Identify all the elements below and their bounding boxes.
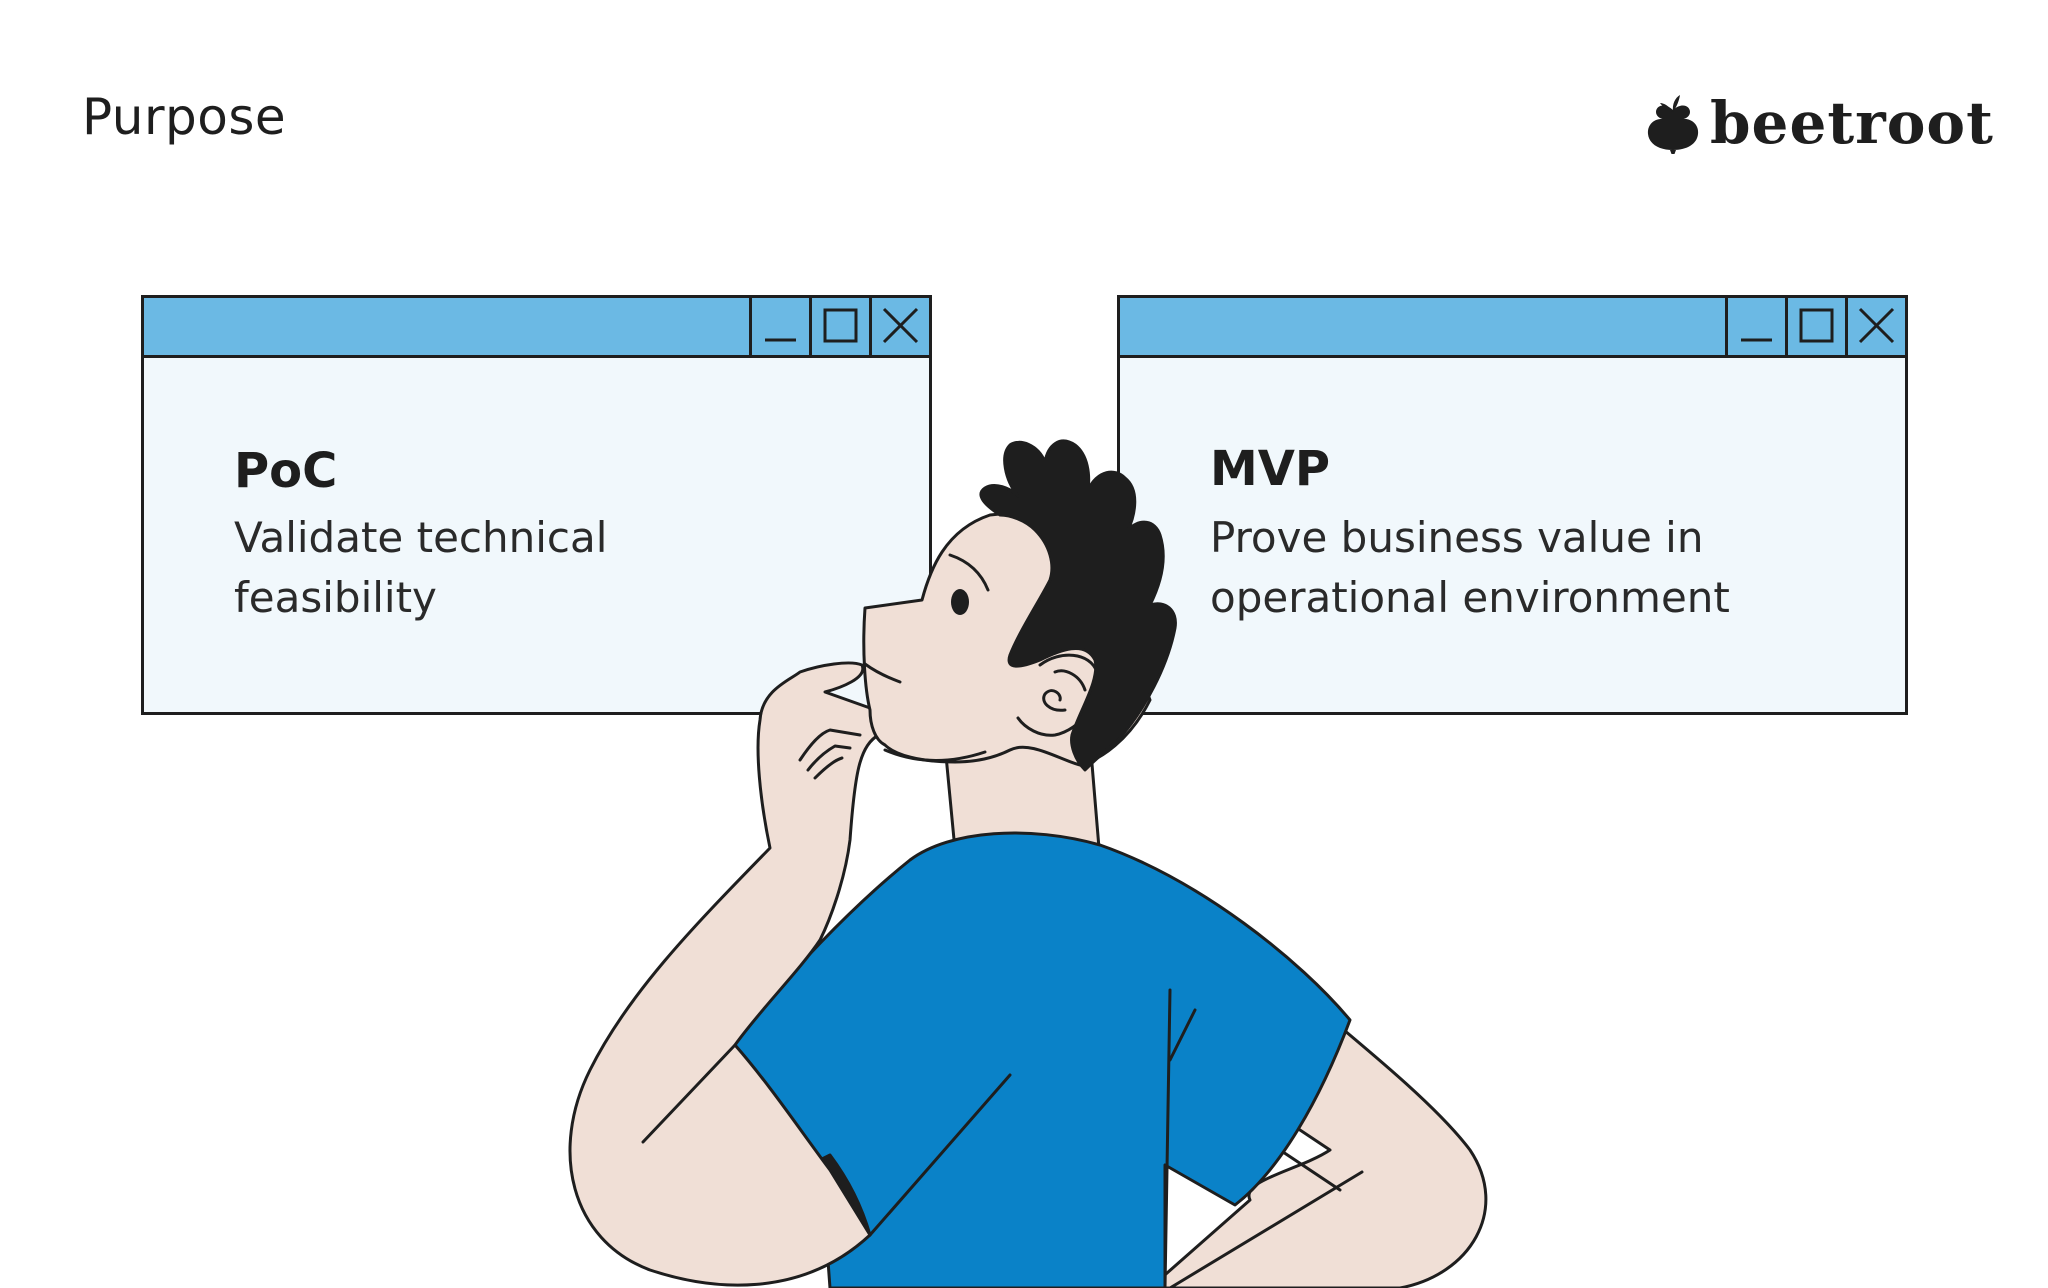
window-titlebar bbox=[1120, 298, 1905, 358]
minimize-button[interactable] bbox=[1725, 298, 1785, 355]
ear-inner bbox=[1053, 669, 1087, 692]
finger bbox=[798, 728, 862, 762]
brand-name: beetroot bbox=[1710, 89, 1994, 157]
shirt bbox=[728, 831, 1352, 1288]
sleeve-shadow bbox=[798, 1153, 872, 1237]
shirt-fold bbox=[1163, 988, 1172, 1288]
beetroot-icon bbox=[1647, 95, 1699, 154]
poc-window: PoC Validate technical feasibility bbox=[141, 295, 932, 715]
finger bbox=[813, 756, 844, 780]
close-icon bbox=[1858, 307, 1895, 344]
window-controls bbox=[1725, 298, 1905, 355]
close-icon bbox=[882, 307, 919, 344]
minimize-icon bbox=[765, 338, 796, 342]
shirt-fold bbox=[1168, 1008, 1197, 1062]
minimize-icon bbox=[1741, 338, 1772, 342]
left-arm-line bbox=[641, 1043, 737, 1144]
poc-description-line-2: feasibility bbox=[234, 573, 437, 622]
finger bbox=[806, 744, 852, 772]
maximize-icon bbox=[823, 308, 858, 343]
maximize-button[interactable] bbox=[1785, 298, 1845, 355]
ear-inner bbox=[1042, 689, 1067, 712]
sleeve-edge bbox=[868, 1073, 1012, 1237]
neck bbox=[943, 738, 1102, 862]
right-arm-line bbox=[1168, 1170, 1364, 1288]
maximize-icon bbox=[1799, 308, 1834, 343]
poc-description-line-1: Validate technical bbox=[234, 513, 608, 562]
mvp-title: MVP bbox=[1210, 441, 1331, 497]
eyebrow bbox=[948, 553, 990, 592]
brand-logo: beetroot bbox=[1642, 88, 1994, 158]
window-controls bbox=[749, 298, 929, 355]
jaw-line bbox=[883, 748, 987, 762]
right-arm bbox=[1148, 1008, 1488, 1288]
minimize-button[interactable] bbox=[749, 298, 809, 355]
mvp-window: MVP Prove business value in operational … bbox=[1117, 295, 1908, 715]
ear bbox=[1016, 653, 1100, 737]
maximize-button[interactable] bbox=[809, 298, 869, 355]
left-arm bbox=[568, 661, 887, 1287]
poc-title: PoC bbox=[234, 443, 338, 499]
eye bbox=[951, 589, 969, 615]
right-arm-line bbox=[1278, 1148, 1342, 1192]
window-titlebar bbox=[144, 298, 929, 358]
mvp-description-line-1: Prove business value in bbox=[1210, 513, 1704, 562]
page-title: Purpose bbox=[82, 88, 287, 146]
close-button[interactable] bbox=[869, 298, 929, 355]
mvp-description-line-2: operational environment bbox=[1210, 573, 1730, 622]
close-button[interactable] bbox=[1845, 298, 1905, 355]
